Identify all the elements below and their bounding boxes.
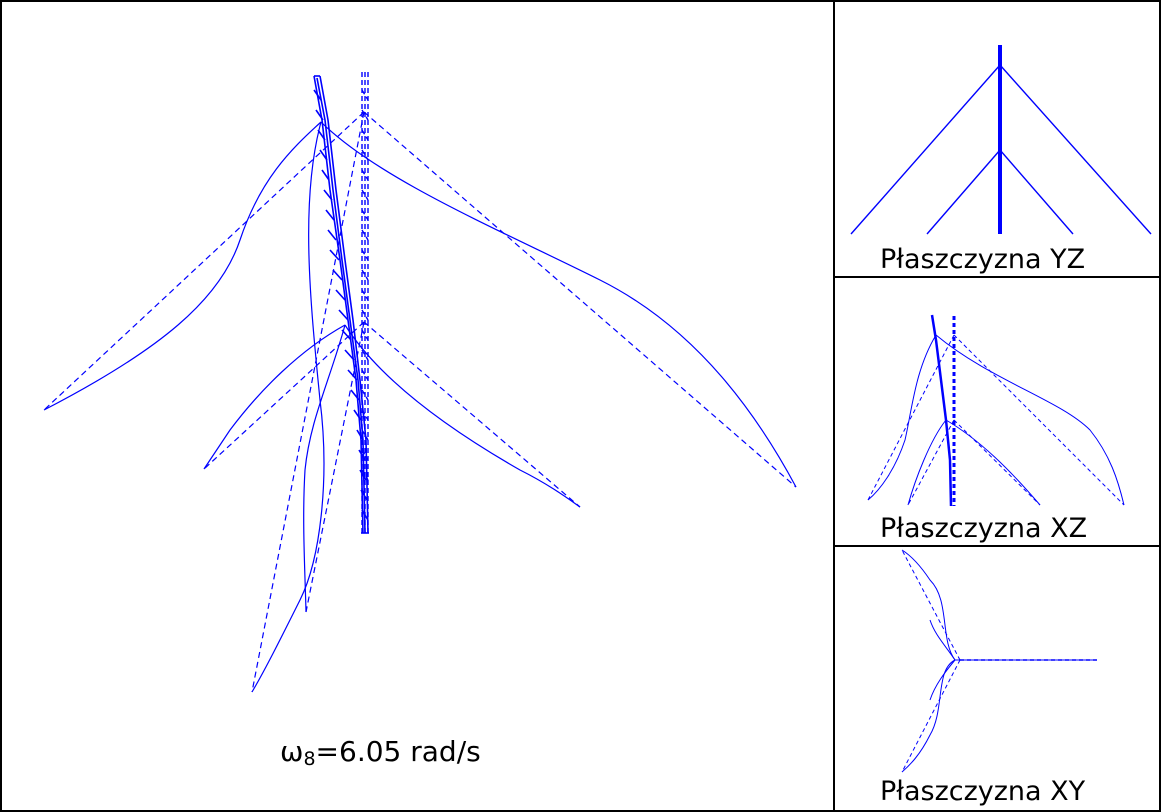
deformed-guys [43,121,797,693]
panel-label-yz: Płaszczyzna YZ [880,244,1086,275]
frequency-caption: ω8=6.05 rad/s [280,738,481,769]
undeformed-guys [43,111,797,693]
mode-number: 8 [303,748,316,770]
deformed-mast [313,75,369,534]
yz-view [850,45,1152,235]
panel-label-xy: Płaszczyzna XY [880,776,1086,807]
xy-view [901,549,1097,773]
xz-view [867,314,1125,507]
panel-label-xz: Płaszczyzna XZ [880,513,1088,544]
frequency-value: =6.05 rad/s [315,735,481,768]
main-view [43,72,797,693]
omega-symbol: ω [280,735,304,768]
